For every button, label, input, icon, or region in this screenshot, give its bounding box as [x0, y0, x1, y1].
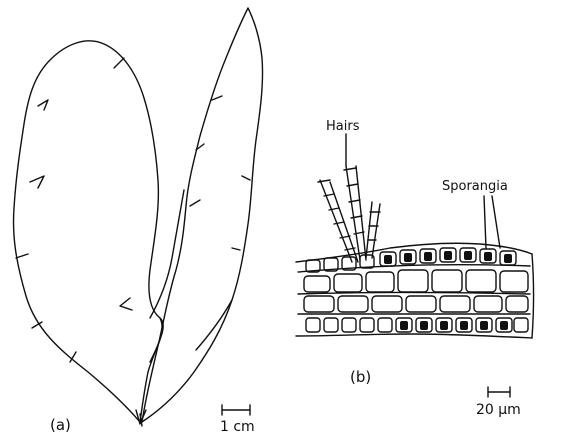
blade-inner-line: [150, 190, 184, 318]
margin-notch: [190, 200, 200, 206]
cross-section-drawing: [296, 134, 534, 338]
scale-bar-b: [488, 387, 510, 397]
scale-bar-a: [222, 405, 250, 415]
margin-notch: [38, 100, 48, 110]
panel-a-label: (a): [50, 418, 71, 433]
margin-notch: [30, 176, 44, 188]
margin-notch: [212, 96, 222, 100]
right-blade: [142, 8, 263, 422]
lower-cell-row: [306, 318, 528, 332]
sporangia-label: Sporangia: [442, 180, 508, 193]
margin-notch: [16, 254, 28, 258]
kelp-thallus-drawing: [14, 8, 263, 426]
margin-notch: [114, 58, 124, 68]
panel-b-label: (b): [350, 370, 371, 385]
hairs-label: Hairs: [326, 120, 359, 133]
hairs-filaments: [318, 166, 380, 262]
margin-notch: [242, 176, 250, 180]
layer-line: [298, 293, 530, 295]
lower-surface: [296, 334, 532, 338]
scale-bar-a-label: 1 cm: [220, 420, 255, 434]
margin-notch: [120, 298, 132, 310]
right-blade-margin: [196, 300, 232, 350]
sporangia-leader-line: [484, 196, 486, 248]
section-cut-edge: [532, 254, 534, 338]
left-blade: [14, 41, 164, 422]
sporangia-leader-line: [492, 196, 500, 248]
margin-notch: [232, 248, 240, 250]
scale-bar-b-label: 20 μm: [476, 403, 521, 417]
medulla-cells: [304, 270, 528, 312]
